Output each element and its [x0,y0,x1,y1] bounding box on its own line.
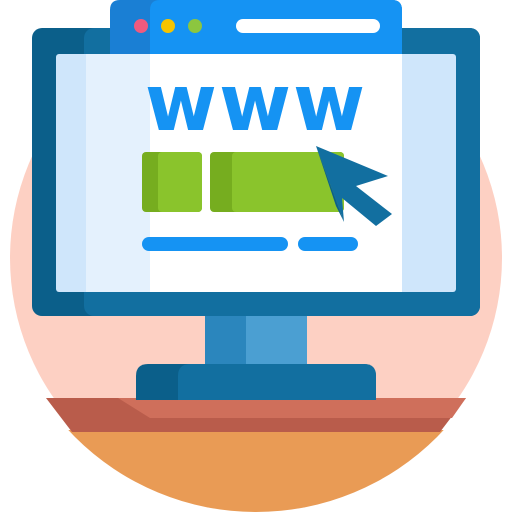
monitor-stand [136,308,376,400]
url-text: www [145,59,367,149]
window-dot-maximize [188,19,202,33]
window-dot-minimize [161,19,175,33]
text-line-long [142,237,288,251]
stand-base-front [178,364,376,400]
cursor-arrow-icon [316,146,392,226]
input-small [158,152,202,212]
address-bar [236,19,380,33]
browser-window-icon [110,0,402,54]
desk-top-highlight [118,398,466,418]
input-fields [142,152,344,212]
text-line-short [298,237,358,251]
cursor-shade [316,146,344,222]
cursor-body [316,146,392,226]
input-wide [232,152,344,212]
window-dot-close [134,19,148,33]
text-lines [142,237,358,251]
stand-neck-highlight [246,308,307,374]
floor [0,430,512,512]
